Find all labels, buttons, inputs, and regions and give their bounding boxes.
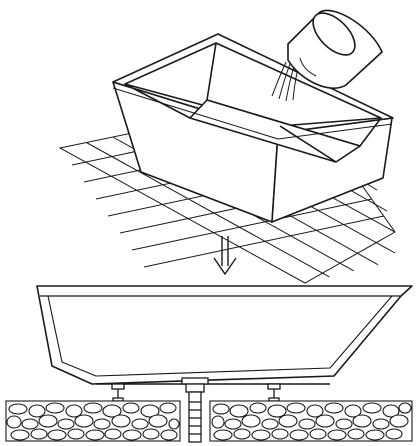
gravel-bed-right bbox=[209, 400, 413, 442]
bucket bbox=[287, 9, 383, 89]
bottom-panel bbox=[5, 285, 413, 443]
drain-pipe bbox=[181, 377, 209, 443]
top-panel bbox=[58, 9, 396, 284]
bathtub-installed bbox=[36, 285, 413, 385]
bathtub-raised bbox=[112, 33, 394, 223]
down-double-arrow-icon bbox=[213, 236, 237, 276]
gravel-bed-left bbox=[5, 400, 181, 442]
